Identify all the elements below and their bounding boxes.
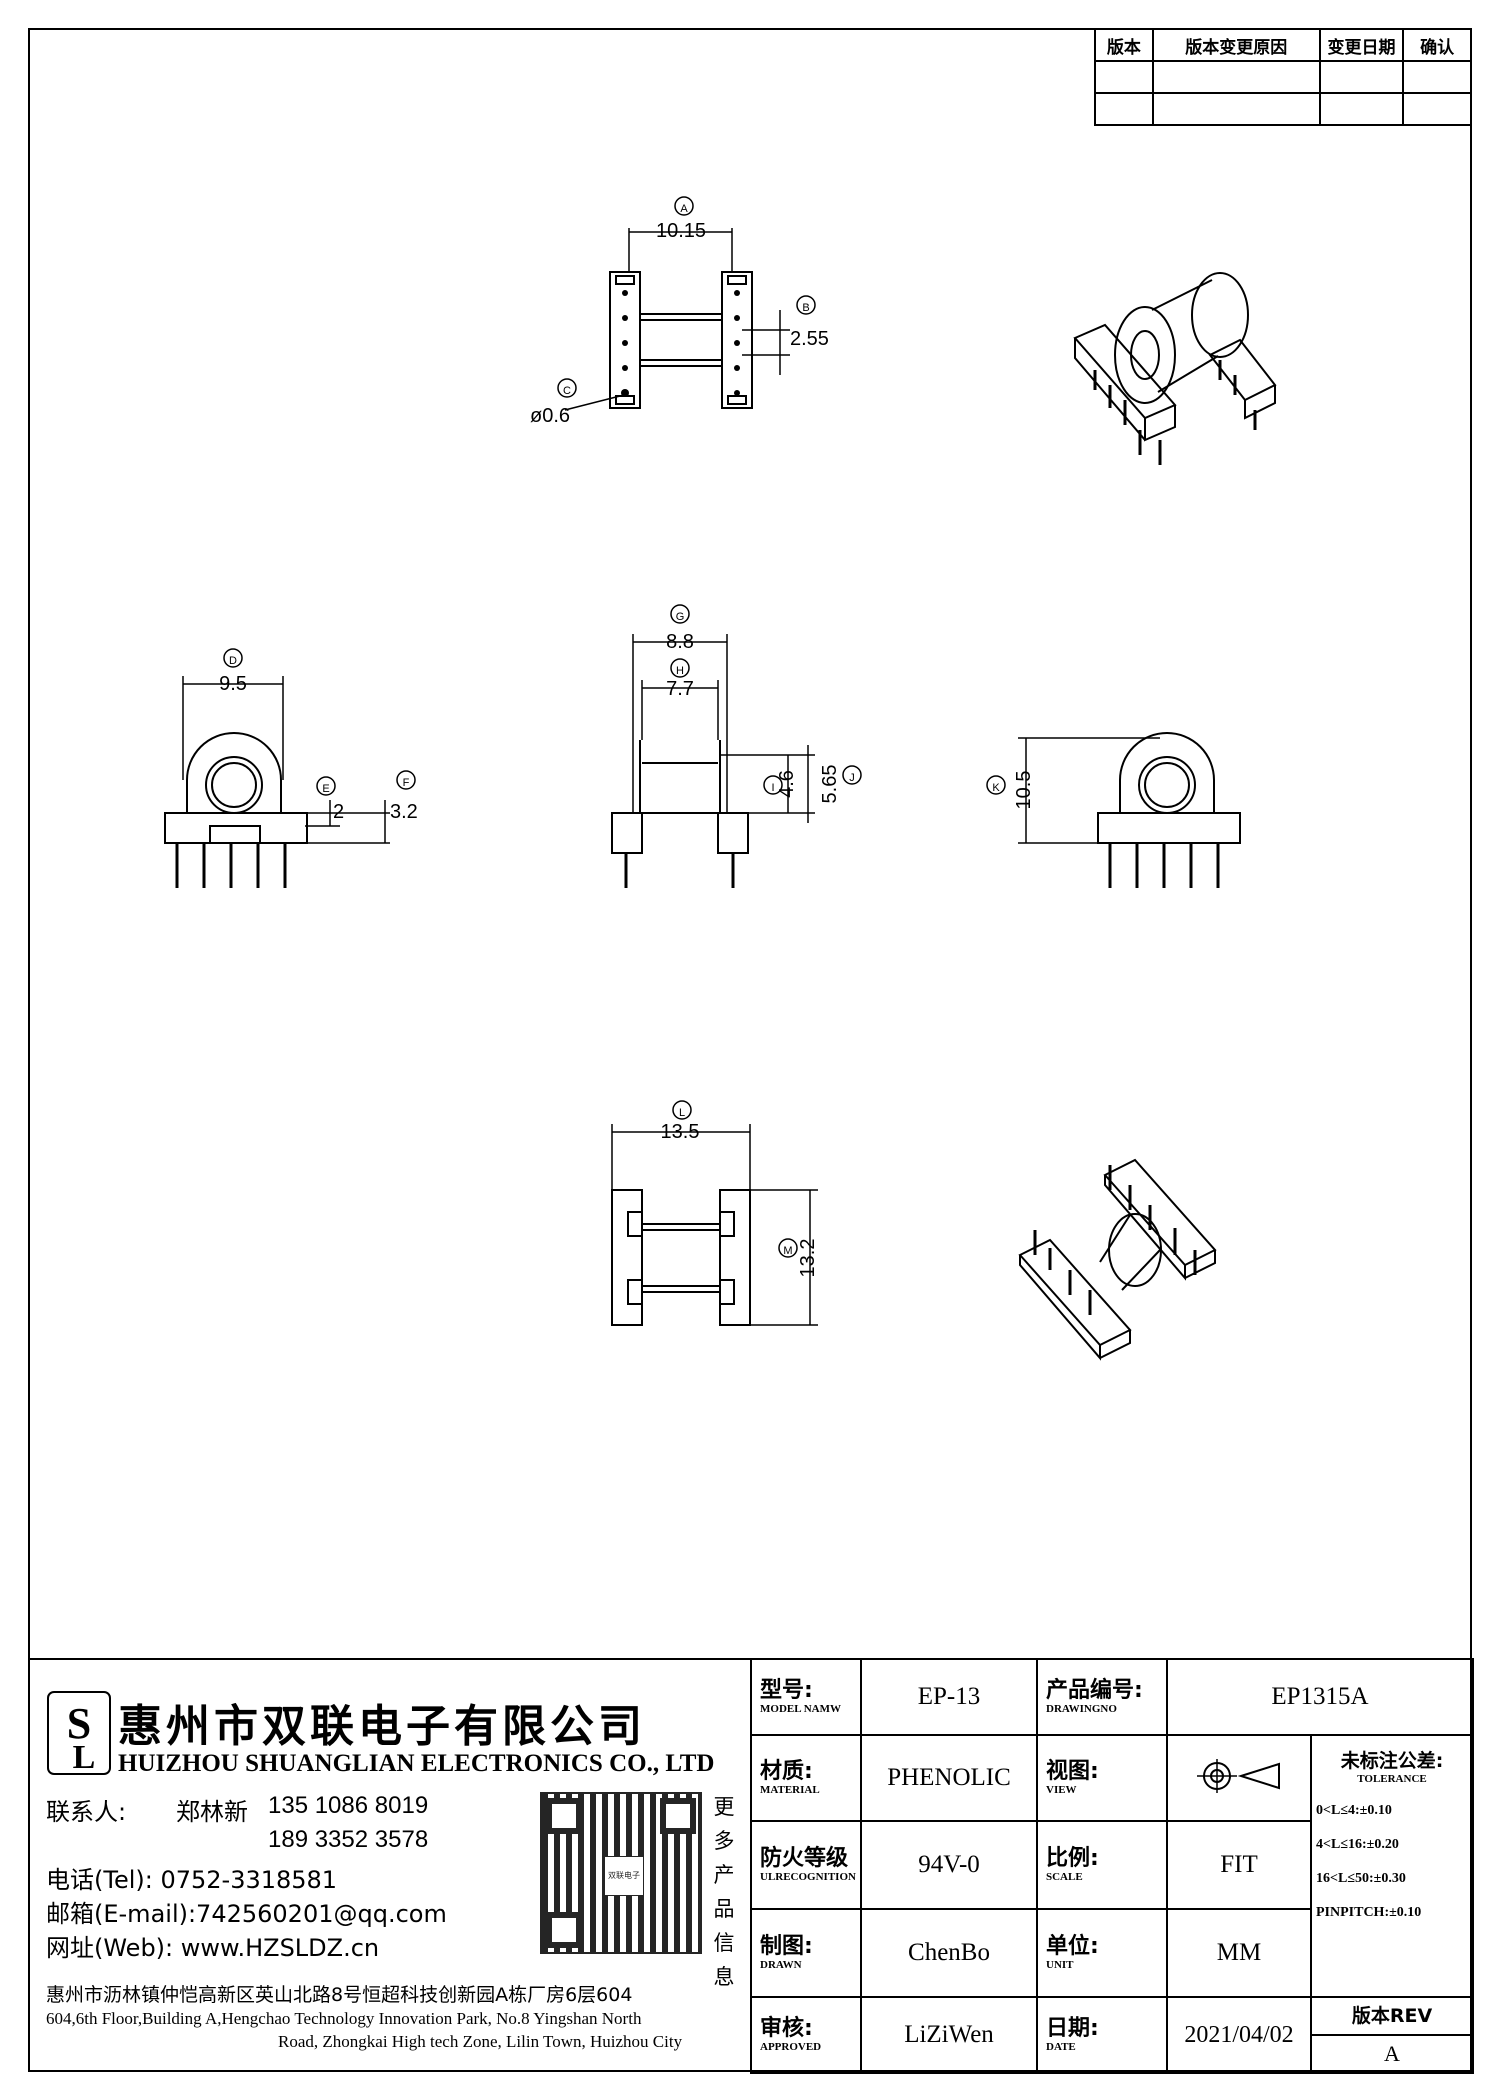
- rev-header-version: 版本: [1094, 28, 1154, 62]
- view-label: 视图:: [1046, 1759, 1099, 1784]
- tolerance-line-1: 0<L≤4:±0.10: [1316, 1803, 1392, 1818]
- address-en-line1: 604,6th Floor,Building A,Hengchao Techno…: [46, 2009, 642, 2028]
- contact-phone-2: 189 3352 3578: [268, 1826, 429, 1853]
- contact-name: 郑林新: [176, 1798, 248, 1826]
- fire-rating-value: 94V-0: [860, 1820, 1038, 1910]
- qr-center-label: 双联电子: [604, 1856, 644, 1896]
- fire-rating-label: 防火等级: [760, 1846, 849, 1871]
- technical-drawing: A 10.15 B 2.55 C ø0.6 D 9.5 E 2 F 3.2 G …: [164, 196, 1277, 1361]
- dimension-J: 5.65: [819, 765, 841, 804]
- isometric-view-bottom: [1018, 1158, 1217, 1361]
- bottom-view: [611, 1100, 818, 1326]
- tolerance-line-2: 4<L≤16:±0.20: [1316, 1837, 1399, 1852]
- model-sub: MODEL NAMW: [760, 1703, 841, 1715]
- callout-C: C: [563, 385, 571, 397]
- dimension-H: 7.7: [666, 678, 694, 700]
- drawing-no-sub: DRAWINGNO: [1046, 1703, 1117, 1715]
- callout-A: A: [680, 203, 688, 215]
- qr-side-text: 更多产品信息: [713, 1795, 735, 1989]
- isometric-view-top: [1073, 272, 1277, 465]
- drawing-frame: [28, 28, 1472, 2072]
- address-cn: 惠州市沥林镇仲恺高新区英山北路8号恒超科技创新园A栋厂房6层604: [46, 1984, 633, 2006]
- drawn-value: ChenBo: [860, 1908, 1038, 1998]
- tolerance-line-4: PINPITCH:±0.10: [1316, 1905, 1422, 1920]
- company-block: S L 惠州市双联电子有限公司 HUIZHOU SHUANGLIAN ELECT…: [28, 1658, 750, 2072]
- title-block: 型号:MODEL NAMW EP-13 产品编号:DRAWINGNO EP131…: [750, 1658, 1474, 2074]
- callout-G: G: [676, 611, 685, 623]
- drawing-no-value: EP1315A: [1166, 1658, 1474, 1736]
- dimension-I: 4.6: [776, 770, 798, 798]
- callout-K: K: [992, 782, 1000, 794]
- callout-M: M: [783, 1245, 792, 1257]
- material-label: 材质:: [760, 1759, 813, 1784]
- revision-label: 版本REV: [1312, 1998, 1472, 2036]
- callout-D: D: [229, 655, 237, 667]
- callout-H: H: [676, 665, 684, 677]
- tolerance-label: 未标注公差:: [1340, 1750, 1444, 1772]
- model-label: 型号:: [760, 1678, 813, 1703]
- scale-sub: SCALE: [1046, 1871, 1083, 1883]
- svg-text:S: S: [67, 1699, 91, 1748]
- unit-value: MM: [1166, 1908, 1312, 1998]
- date-value: 2021/04/02: [1166, 1996, 1312, 2074]
- scale-label: 比例:: [1046, 1846, 1099, 1871]
- company-website: 网址(Web): www.HZSLDZ.cn: [46, 1934, 380, 1962]
- company-tel: 电话(Tel): 0752-3318581: [46, 1866, 338, 1894]
- material-value: PHENOLIC: [860, 1734, 1038, 1822]
- dimension-B: 2.55: [790, 328, 829, 350]
- dimension-C: ø0.6: [530, 405, 570, 427]
- dimension-G: 8.8: [666, 631, 694, 653]
- company-name-en: HUIZHOU SHUANGLIAN ELECTRONICS CO., LTD: [118, 1750, 715, 1777]
- dimension-A: 10.15: [656, 220, 706, 242]
- address-en-line2: Road, Zhongkai High tech Zone, Lilin Tow…: [278, 2032, 683, 2051]
- rev-header-reason: 版本变更原因: [1151, 28, 1321, 62]
- callout-B: B: [802, 302, 809, 314]
- drawing-no-label: 产品编号:: [1046, 1678, 1143, 1703]
- callout-E: E: [322, 783, 329, 795]
- callout-J: J: [849, 772, 855, 784]
- material-sub: MATERIAL: [760, 1784, 820, 1796]
- unit-sub: UNIT: [1046, 1959, 1074, 1971]
- dimension-E: 2: [333, 801, 344, 823]
- front-view-left: [164, 648, 416, 888]
- contact-label: 联系人:: [46, 1798, 127, 1826]
- revision-value: A: [1384, 2041, 1400, 2066]
- dimension-D: 9.5: [219, 673, 247, 695]
- projection-symbol-icon: [1197, 1759, 1280, 1793]
- company-name-cn: 惠州市双联电子有限公司: [118, 1701, 646, 1752]
- tolerance-sub: TOLERANCE: [1357, 1773, 1427, 1785]
- callout-L: L: [679, 1107, 685, 1119]
- tolerance-line-3: 16<L≤50:±0.30: [1316, 1871, 1406, 1886]
- dimension-F: 3.2: [390, 801, 418, 823]
- svg-text:L: L: [73, 1739, 96, 1776]
- approved-value: LiZiWen: [860, 1996, 1038, 2074]
- drawn-label: 制图:: [760, 1934, 813, 1959]
- qr-code[interactable]: 双联电子: [540, 1792, 702, 1954]
- rev-header-date: 变更日期: [1318, 28, 1405, 62]
- side-view: [611, 604, 862, 888]
- company-logo-icon: S L: [47, 1691, 111, 1776]
- drawn-sub: DRAWN: [760, 1959, 802, 1971]
- contact-phone-1: 135 1086 8019: [268, 1792, 429, 1819]
- dimension-M: 13.2: [797, 1239, 819, 1278]
- rev-header-confirm: 确认: [1402, 28, 1472, 62]
- date-sub: DATE: [1046, 2041, 1076, 2053]
- view-sub: VIEW: [1046, 1784, 1077, 1796]
- approved-label: 审核:: [760, 2016, 813, 2041]
- fire-rating-sub: ULRECOGNITION: [760, 1871, 856, 1883]
- date-label: 日期:: [1046, 2016, 1099, 2041]
- unit-label: 单位:: [1046, 1934, 1099, 1959]
- company-email: 邮箱(E-mail):742560201@qq.com: [46, 1900, 447, 1928]
- top-view: [557, 196, 816, 411]
- scale-value: FIT: [1166, 1820, 1312, 1910]
- callout-I: I: [771, 782, 774, 794]
- callout-F: F: [403, 777, 410, 789]
- dimension-K: 10.5: [1013, 771, 1035, 810]
- revision-table: 版本 版本变更原因 变更日期 确认: [1094, 28, 1472, 126]
- front-view-right: [986, 732, 1241, 888]
- approved-sub: APPROVED: [760, 2041, 822, 2053]
- dimension-L: 13.5: [661, 1121, 700, 1143]
- model-value: EP-13: [860, 1658, 1038, 1736]
